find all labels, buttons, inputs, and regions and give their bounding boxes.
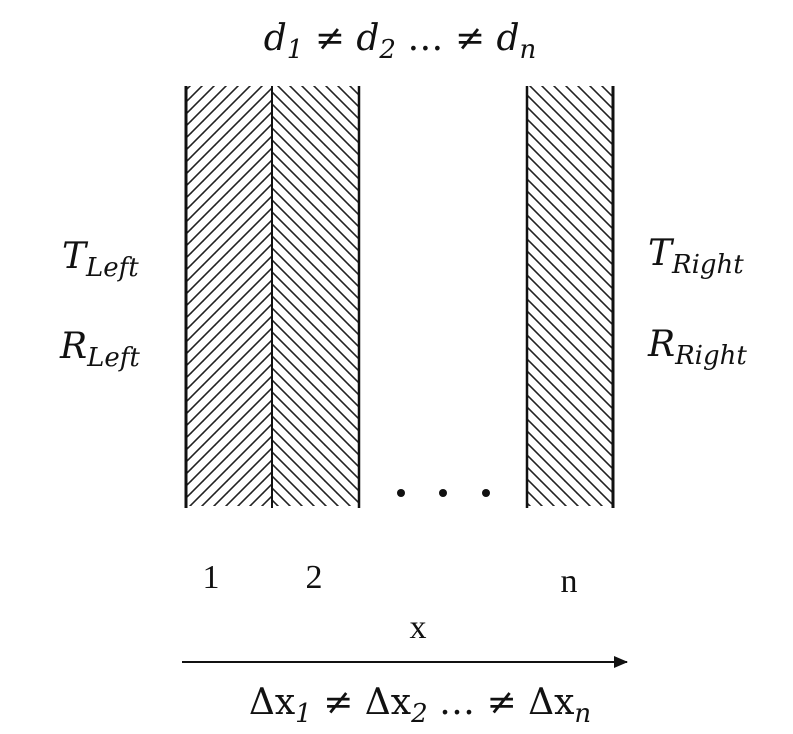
ellipsis-neq: … ≠ — [428, 682, 529, 723]
t-right-base: T — [648, 233, 675, 274]
dxn-sub: n — [574, 699, 591, 729]
dx1-base: Δx — [249, 682, 295, 723]
t-left-base: T — [62, 236, 89, 277]
d1-base: d — [264, 18, 287, 59]
layer-1-slab — [186, 86, 272, 506]
d2-sub: 2 — [378, 35, 396, 65]
ellipsis-neq: … ≠ — [396, 18, 497, 59]
layer-n-slab — [527, 86, 613, 506]
t-left-label: TLeft — [62, 236, 139, 283]
dx2-sub: 2 — [410, 699, 428, 729]
r-left-sub: Left — [86, 343, 140, 373]
axis-x-label: x — [410, 609, 427, 646]
layer-2-slab — [272, 86, 358, 506]
neq-1: ≠ — [312, 682, 365, 723]
r-left-label: RLeft — [59, 326, 140, 373]
dxn-base: Δx — [528, 682, 574, 723]
dx2-base: Δx — [365, 682, 411, 723]
t-right-label: TRight — [648, 233, 744, 280]
r-left-base: R — [59, 326, 87, 367]
d1-sub: 1 — [287, 35, 304, 65]
ellipsis-dot — [482, 489, 490, 497]
r-right-label: RRight — [647, 324, 747, 371]
dn-base: d — [496, 18, 519, 59]
layer-2-label: 2 — [306, 559, 323, 596]
top-equation: d1 ≠ d2 … ≠ dn — [264, 18, 537, 65]
ellipsis-dot — [397, 489, 405, 497]
dx1-sub: 1 — [295, 699, 312, 729]
ellipsis-dot — [439, 489, 447, 497]
r-right-sub: Right — [674, 341, 747, 371]
layer-1-label: 1 — [203, 559, 220, 596]
bottom-equation: Δx1 ≠ Δx2 … ≠ Δxn — [249, 682, 591, 729]
t-right-sub: Right — [671, 250, 744, 280]
dn-sub: n — [520, 35, 537, 65]
neq-1: ≠ — [303, 18, 356, 59]
layer-n-label: n — [561, 563, 578, 600]
r-right-base: R — [647, 324, 675, 365]
d2-base: d — [356, 18, 379, 59]
t-left-sub: Left — [85, 253, 139, 283]
